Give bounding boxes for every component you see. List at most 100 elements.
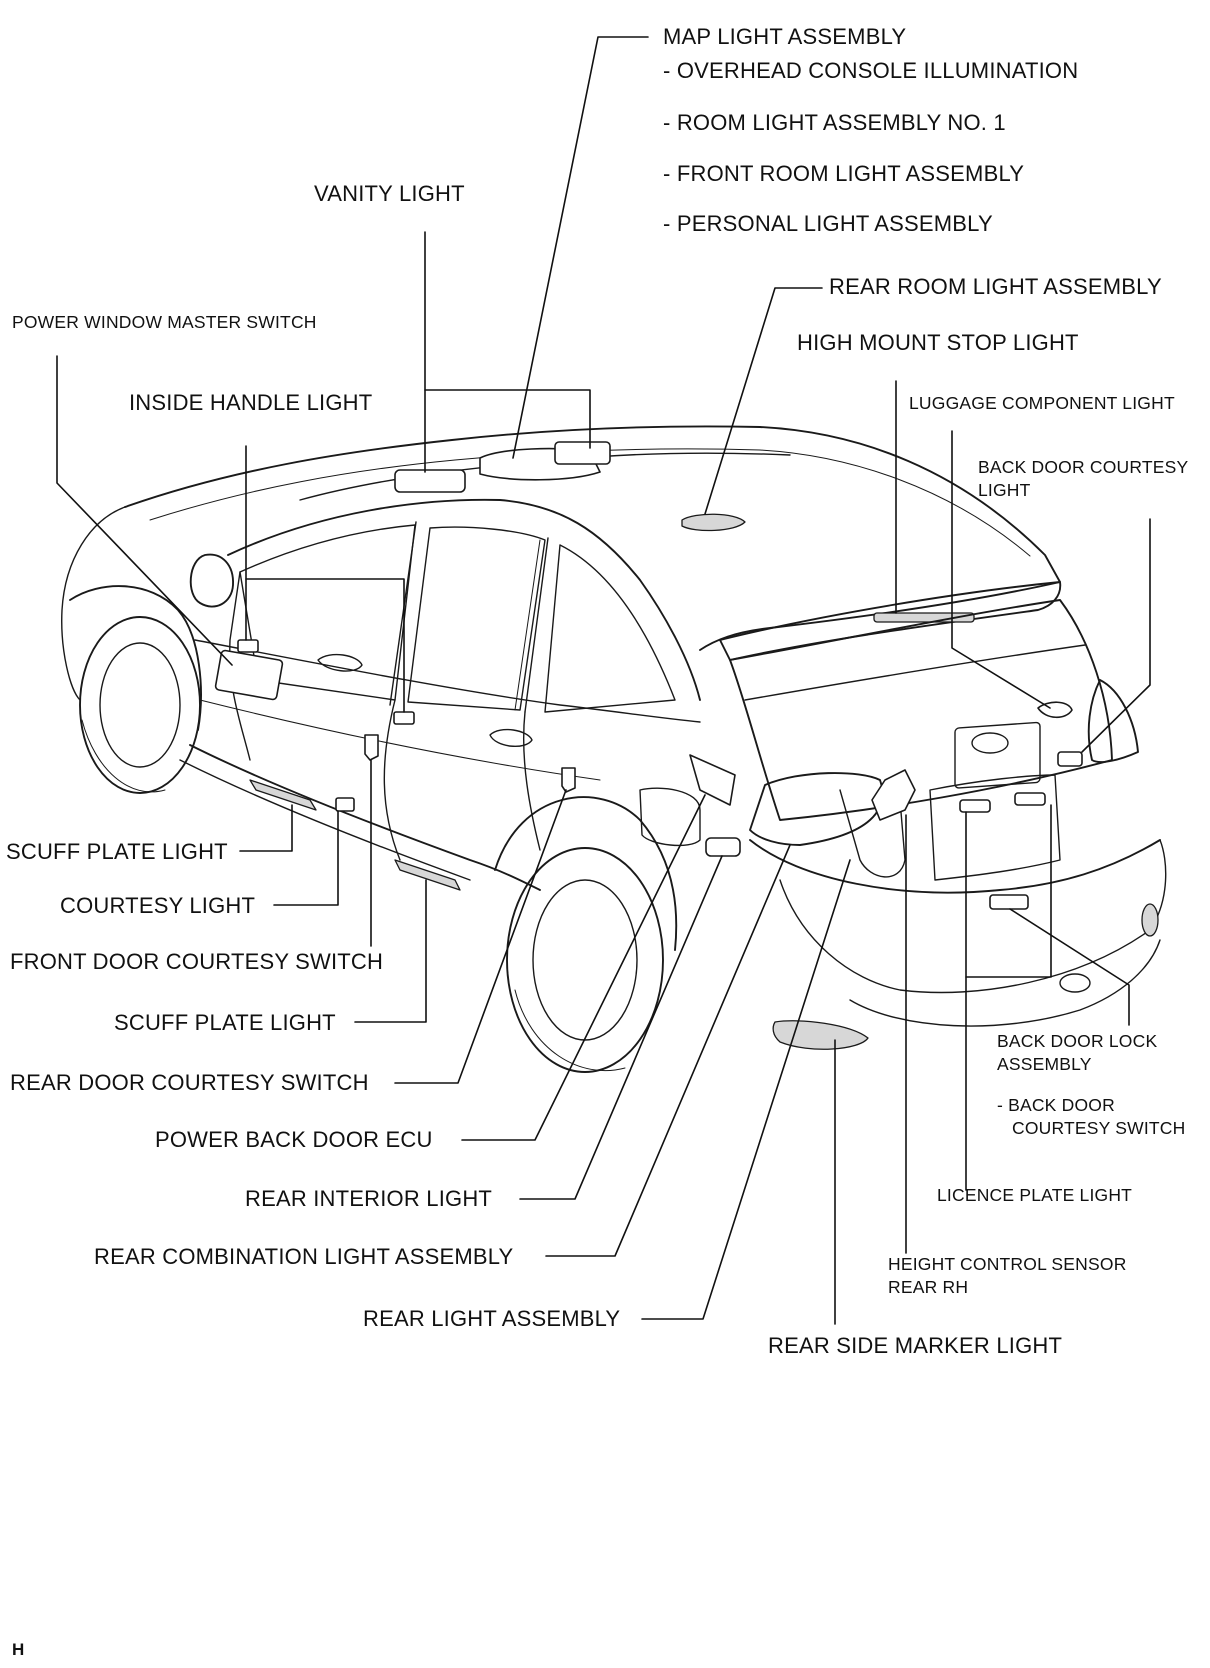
front-fender	[69, 585, 202, 731]
rear-wheel-rim	[532, 879, 638, 1041]
label-personal-light-assembly: - PERSONAL LIGHT ASSEMBLY	[663, 211, 993, 236]
b-pillar	[389, 521, 417, 706]
label-overhead-console-illumination: - OVERHEAD CONSOLE ILLUMINATION	[663, 58, 1079, 83]
leader-vanity-light	[424, 389, 591, 449]
label-back-door-courtesy-switch-1: - BACK DOOR	[997, 1095, 1115, 1115]
leader-lines	[56, 36, 1151, 1325]
quarter-glass	[544, 544, 676, 713]
label-licence-plate-light: LICENCE PLATE LIGHT	[937, 1185, 1133, 1205]
exhaust-tip	[1059, 973, 1091, 993]
body-side-upper-line	[194, 639, 701, 723]
label-front-room-light-assembly: - FRONT ROOM LIGHT ASSEMBLY	[663, 161, 1025, 186]
label-power-window-master-switch: POWER WINDOW MASTER SWITCH	[12, 312, 317, 332]
label-rear-door-courtesy-switch: REAR DOOR COURTESY SWITCH	[10, 1070, 369, 1095]
rear-combination-light-right	[1087, 679, 1139, 763]
back-door-lock-part	[989, 894, 1029, 910]
licence-plate-light-part-right	[1014, 792, 1046, 806]
hood-front	[61, 506, 126, 701]
leader-licence-plate-light-bracket	[965, 804, 1052, 978]
corner-mark: H	[12, 1640, 25, 1659]
label-rear-interior-light: REAR INTERIOR LIGHT	[245, 1186, 493, 1211]
courtesy-light-part	[335, 797, 355, 812]
rear-emblem	[971, 732, 1009, 754]
label-high-mount-stop-light: HIGH MOUNT STOP LIGHT	[797, 330, 1079, 355]
label-luggage-component-light: LUGGAGE COMPONENT LIGHT	[909, 393, 1175, 413]
rear-interior-light-part	[705, 837, 741, 857]
label-power-back-door-ecu: POWER BACK DOOR ECU	[155, 1127, 433, 1152]
rear-door-handle	[489, 728, 533, 747]
label-rear-combination-light-assembly: REAR COMBINATION LIGHT ASSEMBLY	[94, 1244, 514, 1269]
label-inside-handle-light: INSIDE HANDLE LIGHT	[129, 390, 373, 415]
leader-luggage-light	[951, 430, 1051, 709]
label-room-light-assembly-no1: - ROOM LIGHT ASSEMBLY NO. 1	[663, 110, 1006, 135]
front-door-edge	[229, 571, 251, 761]
rear-side-marker-part	[772, 1020, 869, 1050]
leader-rear-light-assembly	[641, 859, 851, 1320]
back-door-courtesy-light-part	[1057, 751, 1083, 767]
side-window-frame	[227, 498, 701, 701]
label-back-door-lock-assembly-1: BACK DOOR LOCK	[997, 1031, 1158, 1051]
height-sensor-part	[871, 769, 916, 821]
rear-reflector-right	[1141, 903, 1159, 937]
leader-scuff-plate-rear	[354, 879, 427, 1023]
label-height-control-sensor-1: HEIGHT CONTROL SENSOR	[888, 1254, 1127, 1274]
door-gap	[383, 699, 401, 861]
label-scuff-plate-light-rear: SCUFF PLATE LIGHT	[114, 1010, 336, 1035]
c-pillar	[524, 537, 549, 713]
label-vanity-light: VANITY LIGHT	[314, 181, 465, 206]
rear-room-light-part	[681, 513, 746, 532]
inside-handle-light-part	[237, 639, 259, 653]
fuel-door	[639, 787, 701, 847]
license-plate	[954, 721, 1041, 789]
rear-fender-arch	[494, 796, 678, 951]
leader-inside-handle-light-2	[245, 578, 405, 713]
front-door-switch-part	[364, 734, 379, 761]
label-rear-light-assembly: REAR LIGHT ASSEMBLY	[363, 1306, 621, 1331]
leader-power-back-door-ecu	[461, 794, 706, 1141]
leader-rear-combination-light	[545, 844, 791, 1257]
leader-back-door-courtesy-light	[1081, 518, 1151, 753]
power-back-door-ecu-part	[689, 754, 736, 806]
leader-rear-interior-light	[519, 855, 723, 1200]
rear-wheel-tire	[506, 847, 664, 1073]
label-back-door-courtesy-light-1: BACK DOOR COURTESY	[978, 457, 1189, 477]
vanity-light-part	[394, 469, 466, 493]
overhead-console-part	[554, 441, 611, 465]
leader-rear-door-courtesy-switch	[394, 789, 567, 1084]
front-door-handle	[317, 653, 363, 672]
rear-combination-light-left	[749, 772, 884, 846]
leader-power-window-switch	[56, 355, 233, 666]
label-rear-side-marker-light: REAR SIDE MARKER LIGHT	[768, 1333, 1063, 1358]
rear-door-glass	[407, 526, 546, 711]
scuff-plate-part-front	[249, 779, 317, 811]
label-rear-room-light-assembly: REAR ROOM LIGHT ASSEMBLY	[829, 274, 1162, 299]
leader-courtesy-light	[273, 810, 339, 906]
inside-handle-light-part-2	[393, 711, 415, 725]
leader-map-light	[512, 36, 649, 459]
rocker-panel	[189, 744, 541, 891]
label-scuff-plate-light-front: SCUFF PLATE LIGHT	[6, 839, 228, 864]
rocker-lower	[179, 759, 471, 881]
label-map-light-assembly: MAP LIGHT ASSEMBLY	[663, 24, 907, 49]
front-wheel-tire	[79, 616, 201, 794]
leader-scuff-plate-front	[239, 804, 293, 852]
scuff-plate-part-rear	[394, 859, 461, 891]
body-side-belt	[199, 699, 601, 781]
rear-window-lower-edge	[744, 644, 1086, 701]
rear-bumper-lower	[849, 939, 1161, 1027]
label-back-door-lock-assembly-2: ASSEMBLY	[997, 1054, 1092, 1074]
rear-bumper-face	[779, 839, 1167, 994]
front-wheel-rim	[99, 642, 181, 768]
power-window-switch-part	[214, 649, 284, 701]
label-height-control-sensor-2: REAR RH	[888, 1277, 969, 1297]
rear-door-edge	[522, 711, 541, 851]
rear-door-switch-part	[561, 767, 576, 793]
side-mirror	[189, 553, 234, 608]
license-plate-recess	[929, 774, 1061, 881]
label-back-door-courtesy-switch-2: COURTESY SWITCH	[1012, 1118, 1186, 1138]
label-front-door-courtesy-switch: FRONT DOOR COURTESY SWITCH	[10, 949, 384, 974]
label-courtesy-light: COURTESY LIGHT	[60, 893, 256, 918]
rear-light-assembly	[839, 789, 906, 878]
leader-rear-room-light	[704, 287, 823, 515]
